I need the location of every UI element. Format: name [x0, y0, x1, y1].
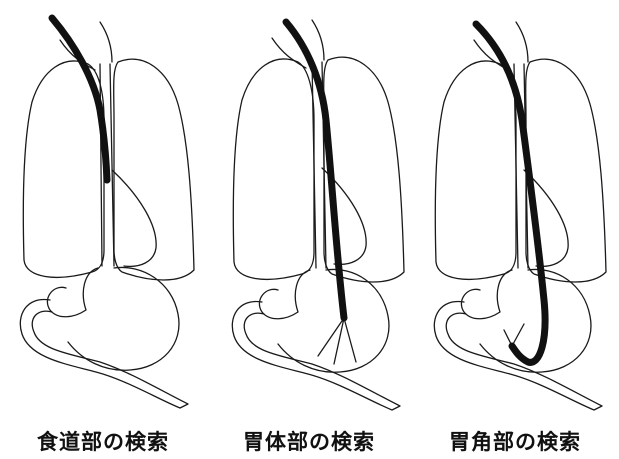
caption-esophagus: 食道部の検索	[0, 426, 206, 456]
panel-esophagus: 食道部の検索	[0, 0, 206, 459]
stomach-outline	[259, 269, 389, 372]
left-lung-outline	[435, 61, 516, 279]
caption-stomach-body: 胃体部の検索	[206, 426, 412, 456]
panel-stomach-body: 胃体部の検索	[206, 0, 412, 459]
panel-stomach-angle: 胃角部の検索	[412, 0, 618, 459]
duodenum-outline	[232, 301, 400, 410]
left-lung-outline	[23, 61, 104, 277]
esophagus-diagram	[0, 0, 206, 459]
stomach-outline	[47, 267, 179, 370]
right-lung-outline	[114, 59, 194, 280]
endoscope-stomach-body	[286, 22, 344, 318]
view-lines	[504, 324, 524, 346]
endoscope-esophagus	[52, 18, 107, 180]
endoscope-stomach-angle	[476, 24, 545, 362]
left-lung-outline	[233, 59, 314, 279]
heart-outline	[112, 170, 156, 266]
view-lines	[318, 318, 356, 364]
stomach-body-diagram	[206, 0, 412, 459]
stomach-angle-diagram	[412, 0, 618, 459]
caption-stomach-angle: 胃角部の検索	[412, 426, 618, 456]
duodenum-outline	[20, 299, 188, 408]
